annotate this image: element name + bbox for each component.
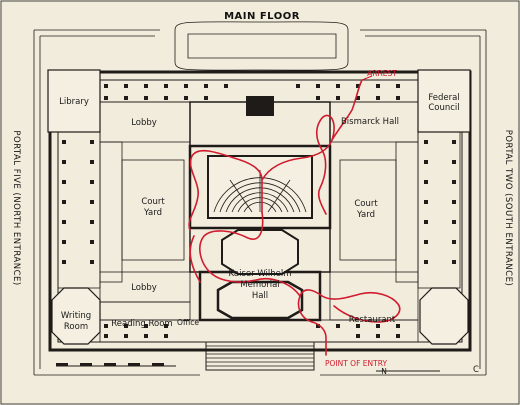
room-label-kaiser-3: Hall xyxy=(252,291,268,301)
room-label-library: Library xyxy=(59,97,89,107)
north-marker: N xyxy=(381,367,387,376)
wall-columns xyxy=(62,84,456,338)
memorial-hall xyxy=(216,229,304,320)
annotation-arrest: ARREST xyxy=(367,69,397,78)
room-label-kaiser-2: Memorial xyxy=(240,280,279,290)
room-label-court-right-1: Court xyxy=(354,199,378,209)
room-label-federal-2: Council xyxy=(428,103,459,113)
room-label-office: Office xyxy=(177,318,199,327)
side-label-north: PORTAL FIVE (NORTH ENTRANCE) xyxy=(11,130,21,285)
driveway-lines xyxy=(33,21,487,376)
annotation-point-of-entry: POINT OF ENTRY xyxy=(325,359,387,368)
room-label-lobby-bottom: Lobby xyxy=(131,283,157,293)
room-label-kaiser-1: Kaiser Wilhelm xyxy=(228,269,291,279)
room-labels: Library Federal Council Lobby Bismarck H… xyxy=(59,93,460,332)
room-label-court-left-2: Yard xyxy=(143,208,162,218)
corner-mark: C xyxy=(473,365,479,375)
scale-bar xyxy=(56,363,176,367)
room-label-restaurant: Restaurant xyxy=(349,315,396,325)
room-label-bismarck-hall: Bismarck Hall xyxy=(341,117,399,127)
room-label-federal-1: Federal xyxy=(428,93,459,103)
building-outline xyxy=(47,69,472,352)
route-path xyxy=(188,79,401,356)
plenary-chamber xyxy=(207,155,313,219)
room-label-lobby-top: Lobby xyxy=(131,118,157,128)
interior-walls xyxy=(99,96,419,322)
plan-title: MAIN FLOOR xyxy=(224,11,300,22)
entrance-steps xyxy=(205,341,315,371)
room-label-reading-room: Reading Room xyxy=(111,319,172,329)
side-label-south: PORTAL TWO (SOUTH ENTRANCE) xyxy=(503,130,513,287)
arrest-pointer xyxy=(361,75,373,81)
room-label-court-left-1: Court xyxy=(141,197,165,207)
room-label-writing-1: Writing xyxy=(61,311,91,321)
north-arrow: N xyxy=(376,367,440,376)
room-label-writing-2: Room xyxy=(64,322,88,332)
room-label-court-right-2: Yard xyxy=(356,210,375,220)
